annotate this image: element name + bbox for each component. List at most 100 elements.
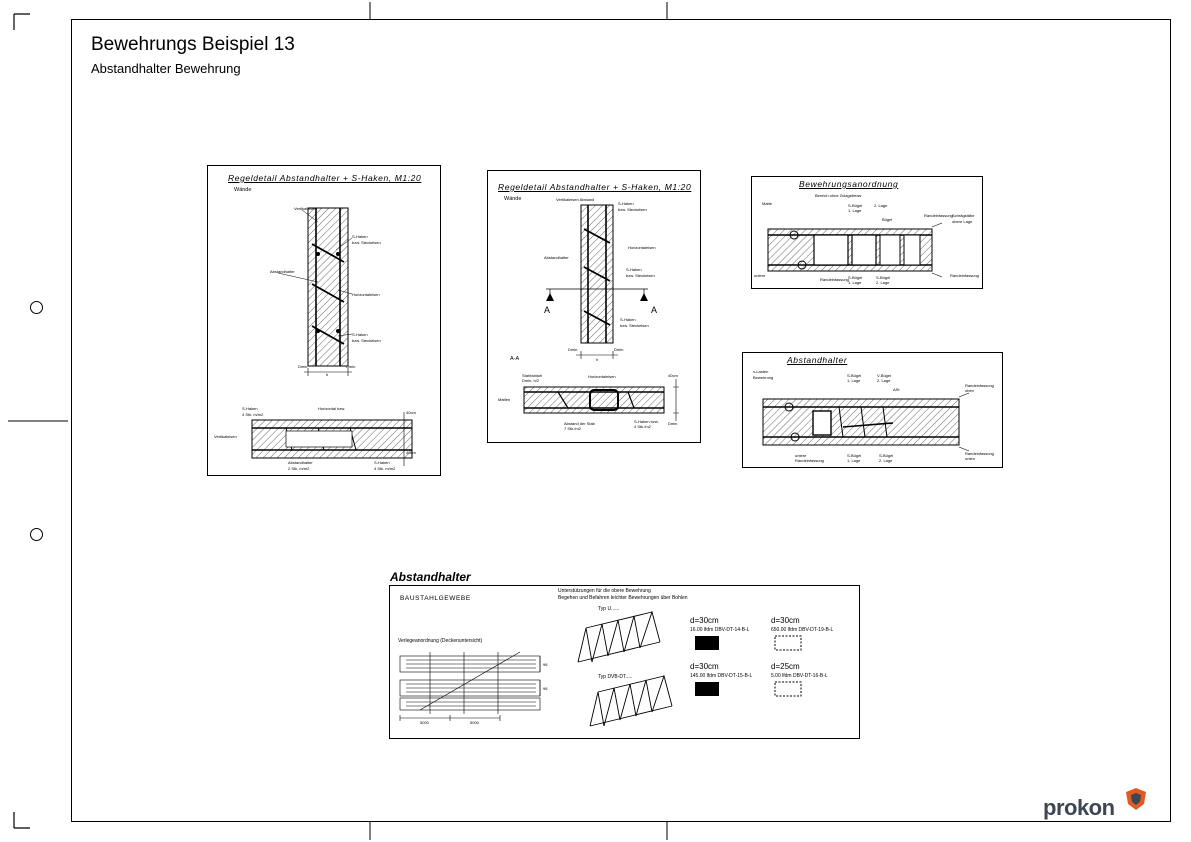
detail-5-d2: d=30cm <box>771 616 800 625</box>
detail-1-label: Dmin <box>298 364 308 369</box>
detail-3-label: Randeinfassung <box>950 273 979 278</box>
detail-5-support-note-1: Unterstützungen für die obere Bewehrung <box>558 588 651 594</box>
detail-4-label: S-Bügel <box>847 373 862 378</box>
detail-5-dim: 98 <box>543 686 548 691</box>
detail-5-dim: 5000 <box>470 720 479 725</box>
detail-1-label: Horizontal bzw. <box>318 406 346 411</box>
detail-5-d3: d=30cm <box>690 662 719 671</box>
detail-panel-3: Bewehrungsanordnung Bereich ohne Zulageb… <box>751 176 983 289</box>
detail-2-label: 40cm <box>668 373 678 378</box>
detail-2-section-mark: A <box>651 305 658 315</box>
detail-1-label: 40cm <box>406 410 416 415</box>
detail-2-label: Dmin <box>568 347 578 352</box>
detail-1-label: 2 Stk. m/m2 <box>288 466 310 471</box>
punch-hole-top <box>30 301 43 314</box>
drawing-frame <box>71 19 1171 822</box>
detail-4-label: 1. Lage <box>847 378 861 383</box>
detail-4-label: 2. Lage <box>877 378 891 383</box>
detail-4-label: Randeinfassung <box>795 458 824 463</box>
detail-5-typ-u: Typ U...... <box>598 606 620 612</box>
detail-4-label: Randeinfassung <box>965 383 994 388</box>
detail-2-label: S-Haken <box>620 317 636 322</box>
detail-4-label: x-Lasten <box>753 369 769 374</box>
detail-1-label: 4 Stk. m/m2 <box>374 466 396 471</box>
detail-panel-2: Regeldetail Abstandhalter + S-Haken, M1:… <box>487 170 701 443</box>
detail-1-label: Vertikaleisen <box>214 434 237 439</box>
detail-4-label: Bewehrung <box>753 375 774 380</box>
detail-1-drawing <box>251 207 413 466</box>
detail-3-label: Matte <box>762 201 773 206</box>
detail-2-label: Dmin <box>668 421 678 426</box>
detail-1-label: Vertikaleisen <box>294 206 317 211</box>
detail-2-label: Matten <box>498 397 511 402</box>
detail-3-label: Randeinfassung <box>924 213 953 218</box>
detail-5-d4: d=25cm <box>771 662 800 671</box>
detail-1-label: Horizontaleisen <box>352 292 380 297</box>
detail-3-label: S-Bügel <box>848 275 863 280</box>
detail-1-label: bzw. Steckeisen <box>352 240 381 245</box>
detail-1-label: bzw. Steckeisen <box>352 338 381 343</box>
page-title: Bewehrungs Beispiel 13 <box>91 34 295 55</box>
detail-5-typ-dvb: Typ DVB-DT..... <box>598 674 633 680</box>
detail-2-title: Regeldetail Abstandhalter + S-Haken, M1:… <box>498 182 692 192</box>
detail-2-label: S-Haken bzw. <box>634 419 659 424</box>
detail-3-label: 1. Lage <box>848 280 862 285</box>
detail-4-drawing <box>762 392 970 452</box>
detail-2-label: Stahlwinkel <box>522 373 543 378</box>
detail-1-label: Abstandhalter <box>288 460 313 465</box>
detail-4-label: S-Bügel <box>879 453 894 458</box>
detail-3-label: S-Bügel <box>848 203 863 208</box>
detail-2-label: bzw. Steckeisen <box>626 273 655 278</box>
detail-5-dim: 98 <box>543 662 548 667</box>
detail-1-label: Abstandhalter <box>270 269 295 274</box>
detail-1-label: S-Haken <box>352 234 368 239</box>
detail-3-label: untere <box>754 273 766 278</box>
detail-1-label: S-Haken <box>374 460 390 465</box>
detail-4-label: 2. Lage <box>879 458 893 463</box>
detail-4-label: ASt <box>893 387 900 392</box>
detail-5-drawing <box>399 610 802 727</box>
detail-2-section-label: A-A <box>510 356 520 362</box>
detail-2-label: Dmin <box>614 347 624 352</box>
detail-2-drawing <box>523 204 679 421</box>
detail-3-label: obere Lage <box>952 219 973 224</box>
detail-panel-1: Regeldetail Abstandhalter + S-Haken, M1:… <box>207 165 441 476</box>
detail-2-label: S-Haken <box>626 267 642 272</box>
detail-2-label: Vertikaleisen Abstand <box>556 197 595 202</box>
detail-1-label: h <box>326 372 329 377</box>
detail-5-verlege: Verlegeanordnung (Deckenuntersicht) <box>398 638 483 644</box>
detail-5-d3-spec: 145.00 lfdm DBV-DT-15-B-L <box>690 673 753 679</box>
detail-3-label: 1. Lage <box>848 208 862 213</box>
detail-3-label: 2. Lage <box>874 203 888 208</box>
detail-1-label: Dmin <box>346 364 356 369</box>
prokon-logo: prokon <box>1043 795 1115 820</box>
detail-3-label: Randeinfassung <box>820 277 849 282</box>
detail-2-label: 4 Stk./m2 <box>634 424 651 429</box>
detail-1-label: 4 Stk. m/m2 <box>242 412 264 417</box>
detail-2-label: Dmin, h/2 <box>522 378 540 383</box>
detail-3-label: 2. Lage <box>876 280 890 285</box>
detail-3-note: Bereich ohne Zulagebews <box>815 193 862 198</box>
punch-hole-bottom <box>30 528 43 541</box>
detail-5-d1: d=30cm <box>690 616 719 625</box>
detail-1-label: S-Haken <box>242 406 258 411</box>
detail-2-label: 7 Stk./m2 <box>564 426 581 431</box>
detail-4-label: untere <box>795 453 807 458</box>
detail-5-d4-spec: 5.00 lfdm DBV-DT-16-B-L <box>771 673 828 679</box>
detail-2-label: h <box>596 357 599 362</box>
detail-5-support-note-2: Begehen und Befahren leichter Bewehrunge… <box>558 595 688 601</box>
detail-4-label: V-Bügel <box>877 373 892 378</box>
detail-4-label: Randeinfassung <box>965 451 994 456</box>
detail-3-label: Schrägstäbe <box>952 213 975 218</box>
detail-1-label: 40cm <box>406 450 416 455</box>
detail-5-baustahl: BAUSTAHLGEWEBE <box>400 595 471 602</box>
detail-2-label: bzw. Steckeisen <box>620 323 649 328</box>
detail-4-label: S-Bügel <box>847 453 862 458</box>
detail-3-drawing <box>767 222 943 278</box>
detail-5-heading: Abstandhalter <box>390 570 471 584</box>
detail-1-walls-label: Wände <box>234 187 252 193</box>
detail-4-label: unten <box>965 456 976 461</box>
detail-1-title: Regeldetail Abstandhalter + S-Haken, M1:… <box>228 173 422 183</box>
page-subtitle: Abstandhalter Bewehrung <box>91 61 241 76</box>
detail-1-label: S-Haken <box>352 332 368 337</box>
